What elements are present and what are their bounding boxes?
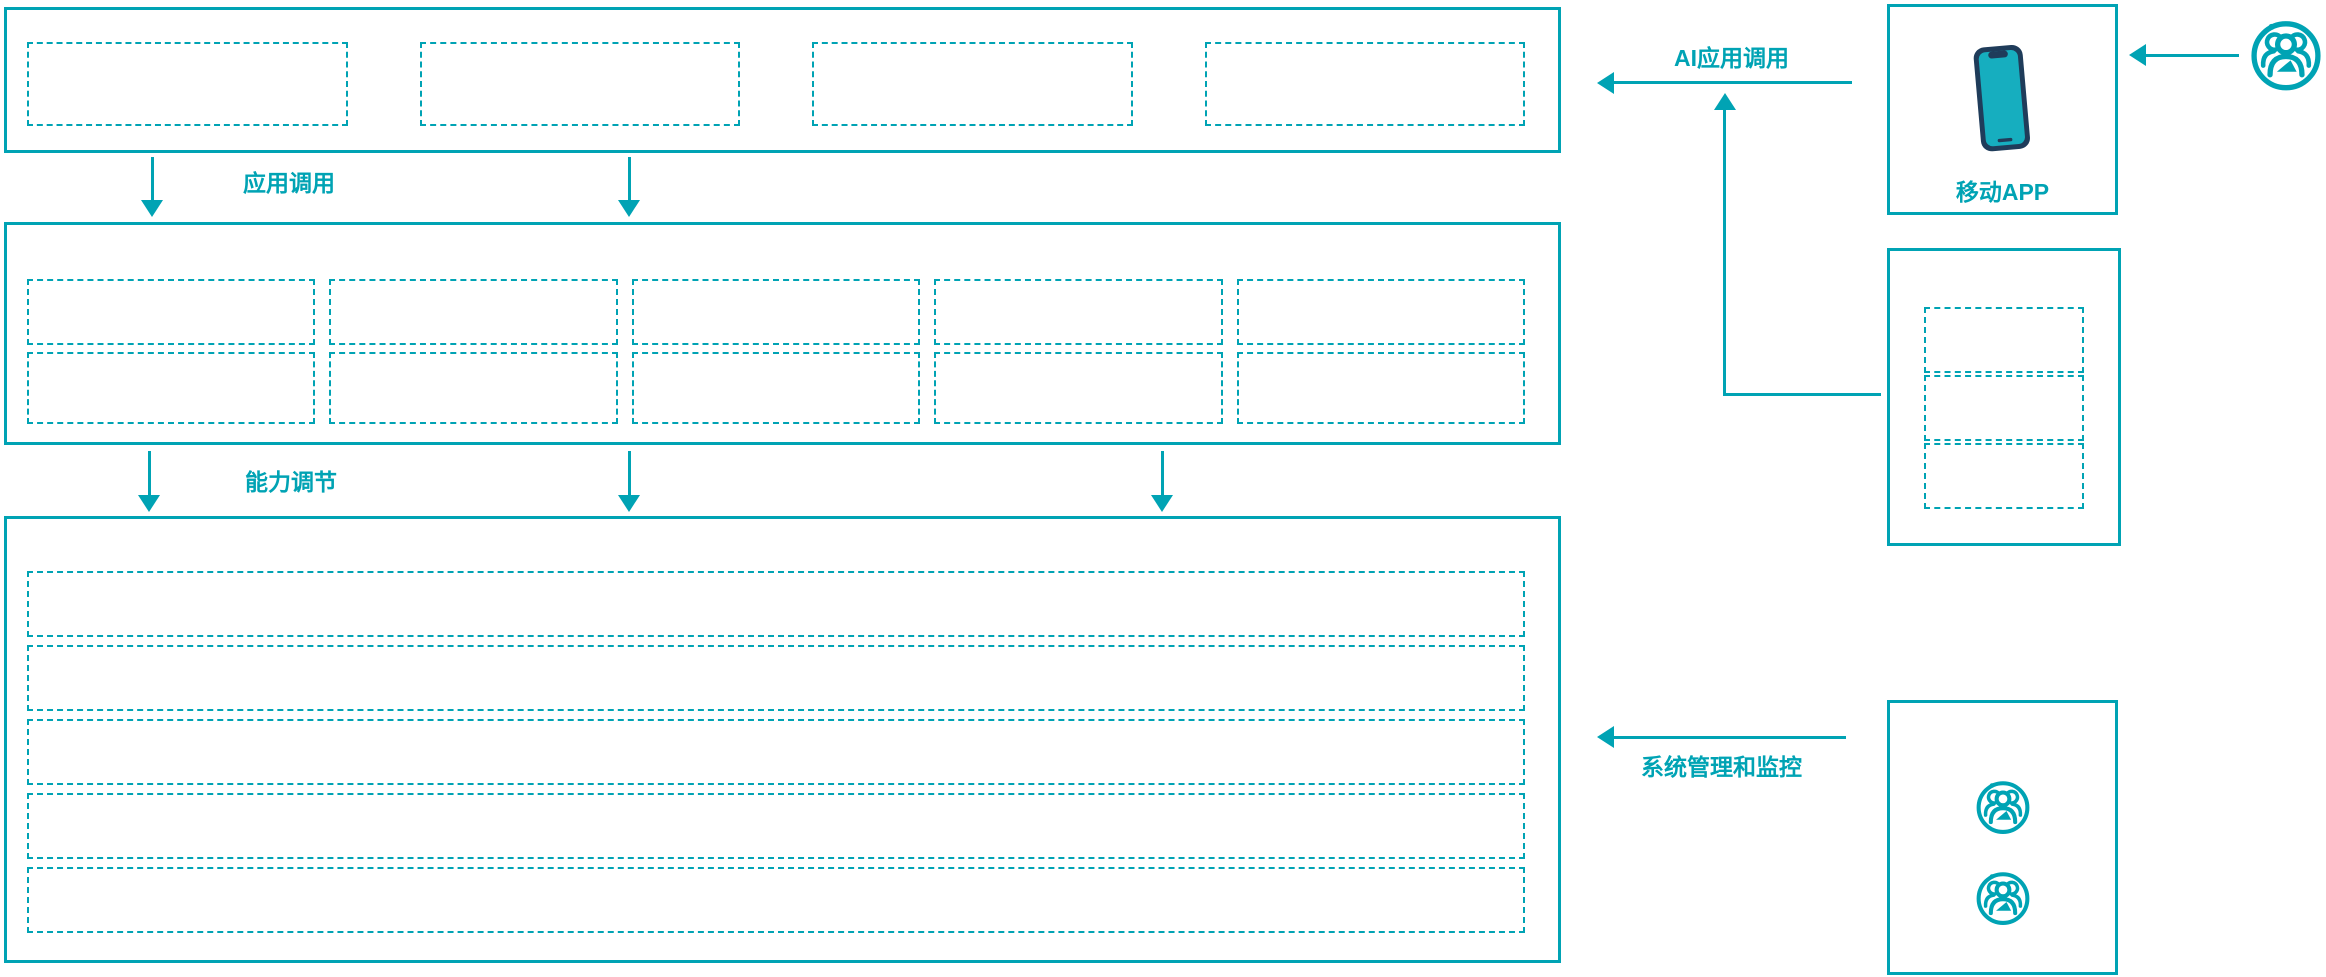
down-arrow-line [628, 157, 631, 201]
left-arrow-line [1614, 81, 1852, 84]
placeholder-box [631, 279, 921, 345]
placeholder-box [27, 645, 1525, 711]
bottom-band [4, 516, 1561, 963]
placeholder-box [329, 279, 618, 345]
system-management-label: 系统管理和监控 [1641, 754, 1802, 780]
connector-vertical-line [1723, 110, 1726, 396]
ecosystem-panel [1887, 248, 2121, 546]
down-arrow-line [151, 157, 154, 201]
placeholder-box [27, 793, 1525, 859]
placeholder-box [934, 352, 1223, 424]
left-arrow-head [1597, 726, 1614, 748]
left-arrow-line [1614, 736, 1846, 739]
left-arrow-head [1597, 72, 1614, 94]
placeholder-box [934, 279, 1223, 345]
placeholder-box [1236, 352, 1525, 424]
connector-horizontal-line [1723, 393, 1881, 396]
placeholder-box [27, 42, 348, 126]
placeholder-box [27, 719, 1525, 785]
placeholder-box [1236, 279, 1525, 345]
placeholder-box [631, 352, 921, 424]
placeholder-box [419, 42, 740, 126]
placeholder-box [27, 279, 316, 345]
mobile-app-label: 移动APP [1955, 179, 2050, 205]
down-arrow-line [628, 451, 631, 496]
down-arrow-head [618, 495, 640, 512]
top-band-placeholders [27, 42, 1525, 126]
user-group-icon [2248, 17, 2324, 93]
placeholder-box [329, 352, 618, 424]
up-arrow-head [1714, 93, 1736, 110]
placeholder-box [1204, 42, 1525, 126]
placeholder-box [812, 42, 1133, 126]
down-arrow-line [1161, 451, 1164, 496]
app-call-label: 应用调用 [243, 170, 335, 196]
ai-app-call-label: AI应用调用 [1674, 45, 1789, 71]
placeholder-box [1924, 375, 2084, 441]
placeholder-box [27, 571, 1525, 637]
user-group-icon [1974, 869, 2032, 927]
placeholder-box [27, 867, 1525, 933]
middle-band [4, 222, 1561, 445]
placeholder-box [27, 352, 316, 424]
middle-band-placeholders [27, 279, 1525, 424]
left-arrow-head [2129, 44, 2146, 66]
down-arrow-head [141, 200, 163, 217]
mobile-app-panel: 移动APP [1887, 4, 2118, 215]
down-arrow-line [148, 451, 151, 496]
placeholder-box [1924, 307, 2084, 373]
placeholder-box [1924, 443, 2084, 509]
capability-tuning-label: 能力调节 [245, 469, 337, 495]
down-arrow-head [138, 495, 160, 512]
bottom-band-placeholders [27, 571, 1525, 933]
top-band [4, 7, 1561, 153]
down-arrow-head [618, 200, 640, 217]
admin-panel [1887, 700, 2118, 975]
left-arrow-line [2146, 54, 2239, 57]
smartphone-icon [1964, 41, 2042, 159]
user-group-icon [1974, 778, 2032, 836]
down-arrow-head [1151, 495, 1173, 512]
